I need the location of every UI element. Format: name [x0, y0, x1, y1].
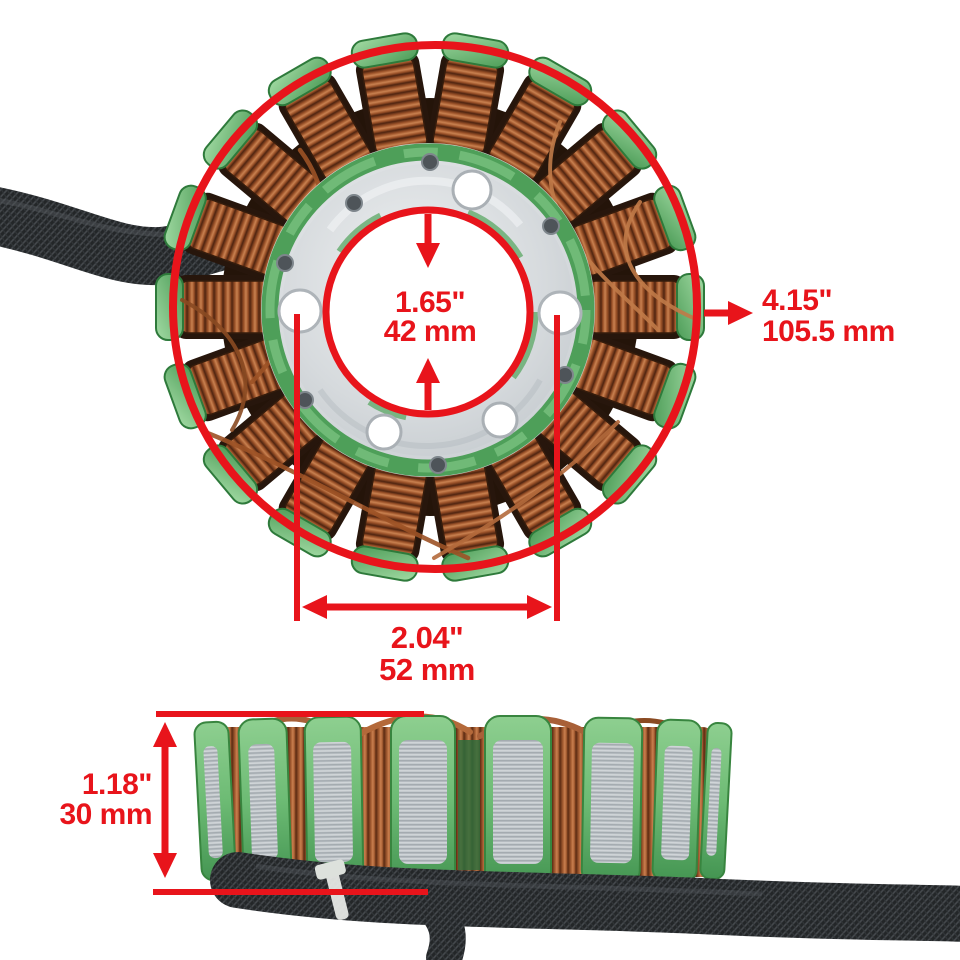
dimension-annotations: 1.65" 42 mm 4.15" 105.5 mm 2.04" 52 mm 1…	[59, 41, 895, 895]
stator-side-view	[193, 713, 960, 960]
inner-diameter-dimension: 1.65" 42 mm	[384, 214, 477, 410]
hole-spacing-mm: 52 mm	[379, 652, 475, 687]
arrow-left-icon	[302, 595, 327, 619]
hole-spacing-inches: 2.04"	[391, 620, 464, 655]
side-poles	[193, 715, 733, 887]
inner-diameter-mm: 42 mm	[384, 315, 477, 348]
cable-branch	[407, 880, 466, 960]
center-hole	[325, 209, 531, 415]
height-mm: 30 mm	[59, 798, 152, 831]
rivets	[276, 153, 574, 474]
height-dimension: 1.18" 30 mm	[59, 711, 428, 895]
outer-diameter-circle	[169, 41, 701, 573]
height-inches: 1.18"	[82, 768, 152, 801]
inner-diameter-inches: 1.65"	[395, 286, 465, 319]
hole-spacing-dimension: 2.04" 52 mm	[294, 314, 560, 687]
inner-diameter-circle	[322, 206, 534, 418]
outer-diameter-inches: 4.15"	[762, 284, 832, 317]
arrow-down-icon	[153, 853, 177, 878]
arrow-up-icon	[416, 358, 440, 383]
bolt-holes	[277, 169, 583, 451]
outer-diameter-dimension: 4.15" 105.5 mm	[704, 284, 895, 348]
core-gap	[458, 740, 480, 870]
arrow-right-icon	[527, 595, 552, 619]
arrow-right-icon	[728, 301, 753, 325]
outer-diameter-mm: 105.5 mm	[762, 315, 895, 348]
arrow-down-icon	[416, 243, 440, 268]
arrow-up-icon	[153, 722, 177, 747]
